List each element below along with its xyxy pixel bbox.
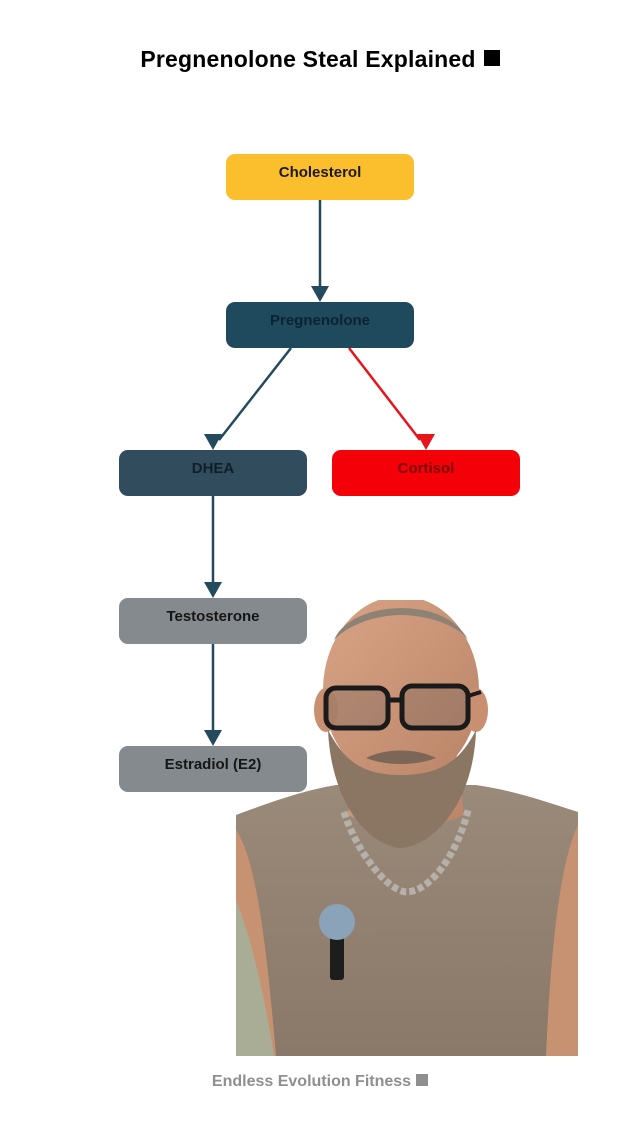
black-square-icon — [483, 50, 500, 66]
node-estradiol: Estradiol (E2) — [119, 746, 307, 792]
node-testosterone-label: Testosterone — [166, 608, 260, 625]
node-cortisol-label: Cortisol — [397, 460, 455, 477]
node-pregnenolone: Pregnenolone — [226, 302, 414, 348]
arrow-cholesterol-to-pregnenolone — [311, 200, 329, 302]
arrow-pregnenolone-to-cortisol — [348, 347, 435, 450]
node-testosterone: Testosterone — [119, 598, 307, 644]
node-dhea: DHEA — [119, 450, 307, 496]
node-cholesterol: Cholesterol — [226, 154, 414, 200]
presenter-photo — [236, 600, 578, 1056]
node-cortisol: Cortisol — [332, 450, 520, 496]
title-text: Pregnenolone Steal Explained — [140, 46, 476, 72]
node-pregnenolone-label: Pregnenolone — [269, 312, 370, 329]
node-estradiol-label: Estradiol (E2) — [164, 756, 262, 773]
node-cholesterol-label: Cholesterol — [278, 164, 362, 181]
arrow-testosterone-to-estradiol — [204, 644, 222, 746]
node-dhea-label: DHEA — [191, 460, 235, 477]
arrow-dhea-to-testosterone — [204, 496, 222, 598]
presenter-illustration — [236, 600, 578, 1056]
page-title: Pregnenolone Steal Explained — [0, 46, 640, 73]
arrow-pregnenolone-to-dhea — [204, 347, 292, 450]
gray-square-icon — [416, 1074, 429, 1086]
footer-brand: Endless Evolution Fitness — [0, 1073, 640, 1091]
footer-text: Endless Evolution Fitness — [211, 1073, 412, 1090]
